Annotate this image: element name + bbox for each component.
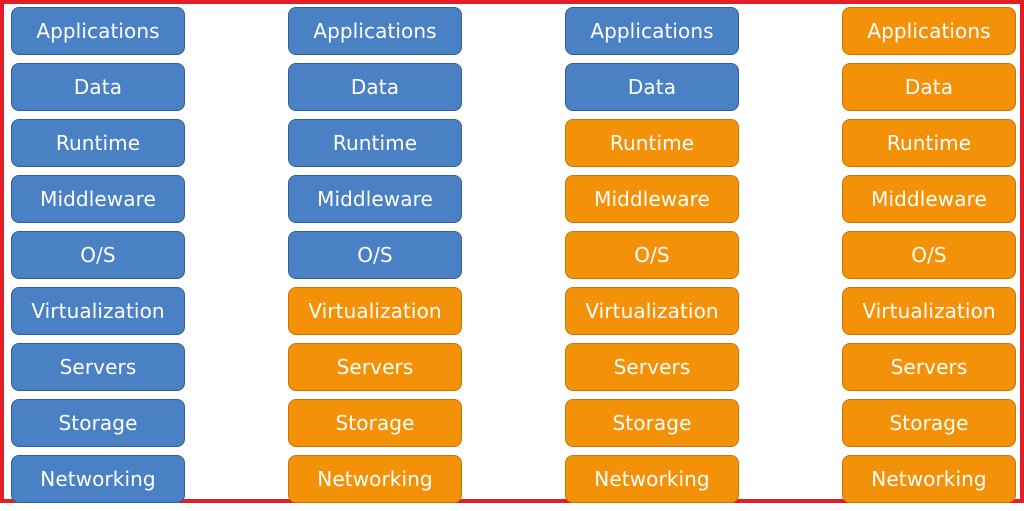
layer-applications: Applications <box>288 7 462 55</box>
layer-runtime: Runtime <box>565 119 739 167</box>
layer-servers: Servers <box>288 343 462 391</box>
layer-runtime: Runtime <box>288 119 462 167</box>
layer-networking: Networking <box>11 455 185 503</box>
layer-middleware: Middleware <box>565 175 739 223</box>
layer-data: Data <box>565 63 739 111</box>
layer-networking: Networking <box>288 455 462 503</box>
layer-storage: Storage <box>565 399 739 447</box>
layer-middleware: Middleware <box>11 175 185 223</box>
layer-runtime: Runtime <box>11 119 185 167</box>
layer-applications: Applications <box>842 7 1016 55</box>
layer-virtualization: Virtualization <box>11 287 185 335</box>
layer-middleware: Middleware <box>842 175 1016 223</box>
layer-storage: Storage <box>11 399 185 447</box>
layer-data: Data <box>11 63 185 111</box>
layer-os: O/S <box>288 231 462 279</box>
layer-networking: Networking <box>565 455 739 503</box>
stack-column-3: Applications Data Runtime Middleware O/S… <box>565 7 739 511</box>
stack-column-2: Applications Data Runtime Middleware O/S… <box>288 7 462 511</box>
layer-os: O/S <box>565 231 739 279</box>
layer-data: Data <box>288 63 462 111</box>
layer-middleware: Middleware <box>288 175 462 223</box>
layer-data: Data <box>842 63 1016 111</box>
layer-storage: Storage <box>842 399 1016 447</box>
layer-servers: Servers <box>11 343 185 391</box>
layer-servers: Servers <box>842 343 1016 391</box>
layer-applications: Applications <box>565 7 739 55</box>
layer-virtualization: Virtualization <box>288 287 462 335</box>
layer-virtualization: Virtualization <box>842 287 1016 335</box>
layer-applications: Applications <box>11 7 185 55</box>
layer-virtualization: Virtualization <box>565 287 739 335</box>
stack-column-4: Applications Data Runtime Middleware O/S… <box>842 7 1016 511</box>
layer-runtime: Runtime <box>842 119 1016 167</box>
layer-storage: Storage <box>288 399 462 447</box>
layer-servers: Servers <box>565 343 739 391</box>
layer-networking: Networking <box>842 455 1016 503</box>
layer-os: O/S <box>11 231 185 279</box>
stack-column-1: Applications Data Runtime Middleware O/S… <box>11 7 185 511</box>
layer-os: O/S <box>842 231 1016 279</box>
